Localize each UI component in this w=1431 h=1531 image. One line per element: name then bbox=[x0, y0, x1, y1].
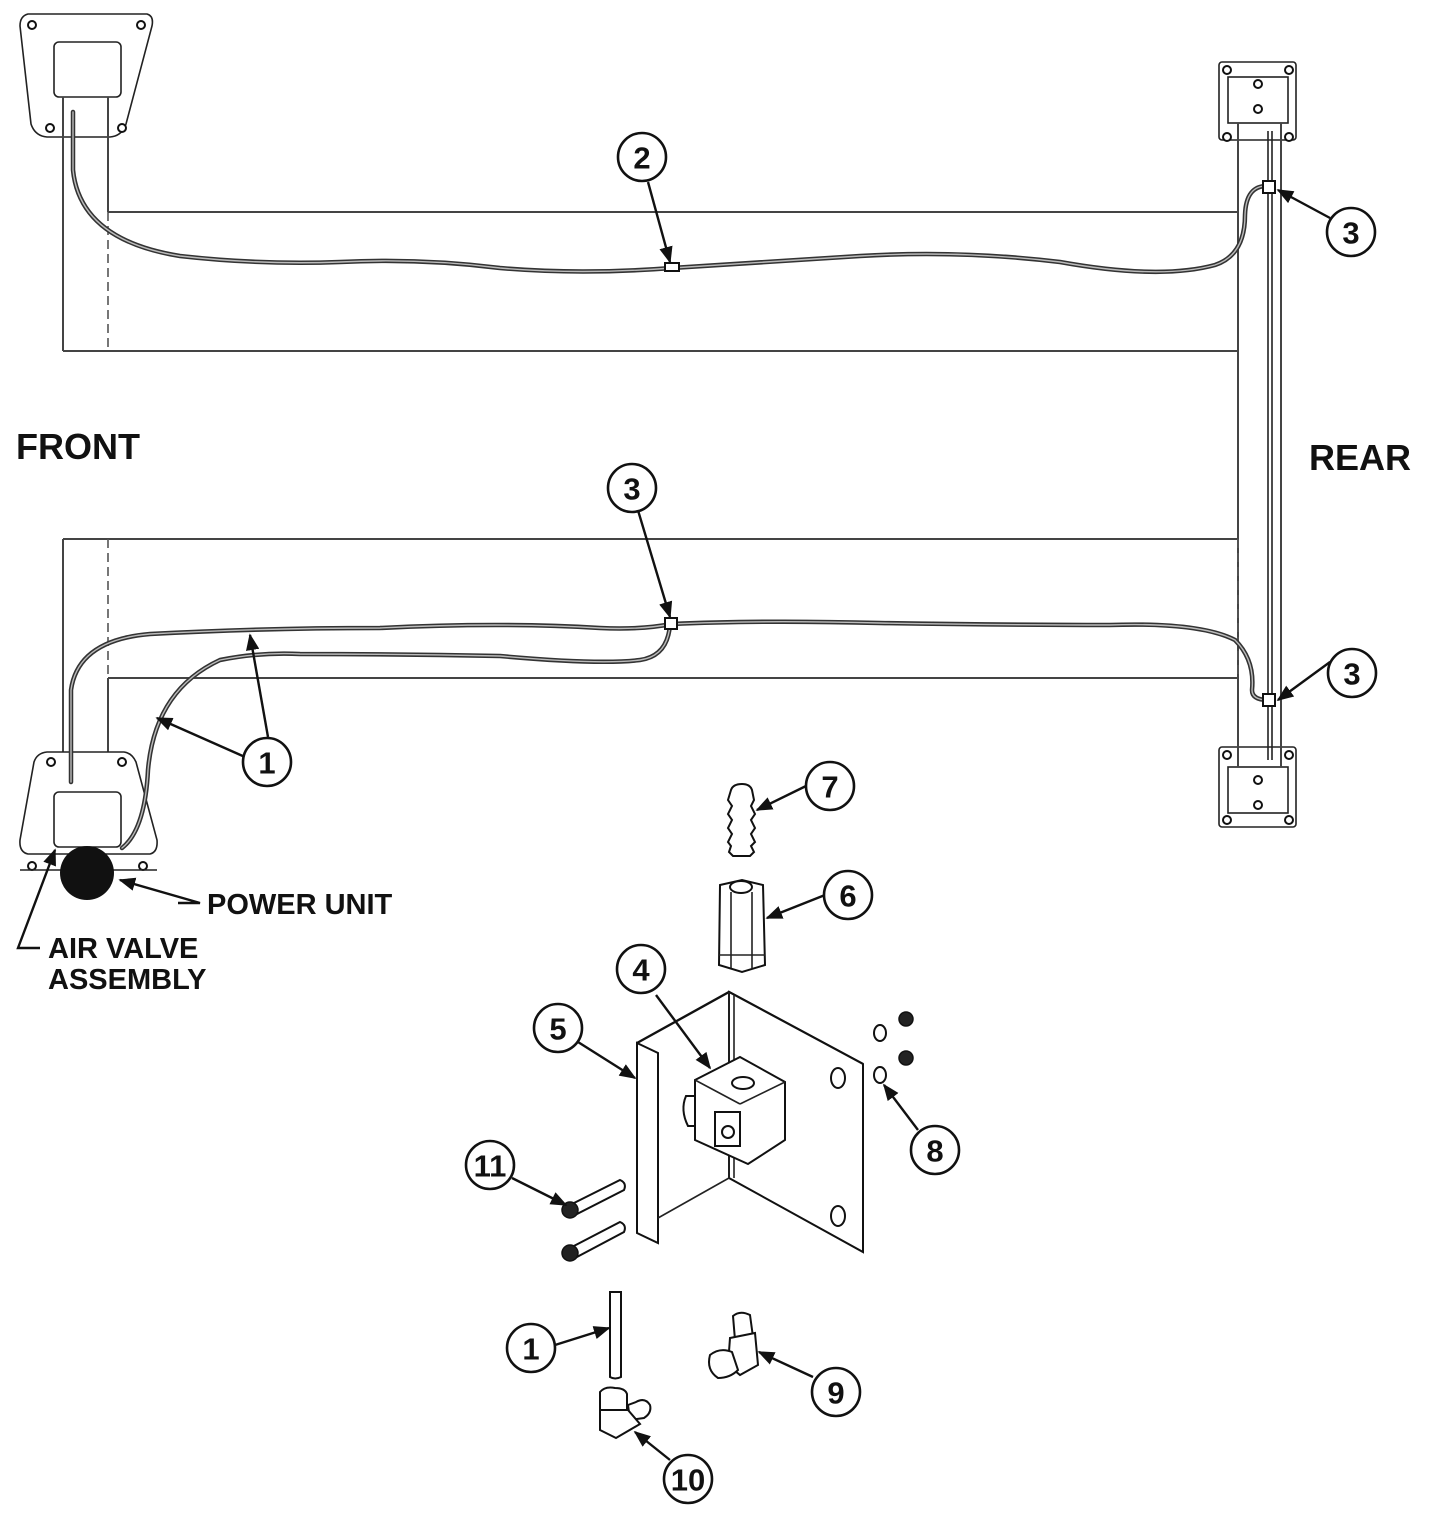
balloon-item-11: 11 bbox=[464, 1139, 516, 1191]
air-valve-label-line2: ASSEMBLY bbox=[48, 964, 206, 996]
front-label: FRONT bbox=[16, 426, 140, 467]
hose-barb-fitting bbox=[726, 782, 757, 857]
bottom-runway bbox=[19, 538, 1239, 871]
rear-cross-beam bbox=[1218, 61, 1297, 828]
front-top-column-cap bbox=[53, 41, 122, 98]
svg-text:3: 3 bbox=[623, 472, 640, 507]
balloon-item-7: 7 bbox=[804, 760, 856, 812]
balloon-item-4: 4 bbox=[615, 943, 667, 995]
power-unit-label: POWER UNIT bbox=[207, 889, 393, 921]
svg-text:1: 1 bbox=[258, 746, 275, 781]
bolts bbox=[561, 1178, 626, 1262]
front-bottom-base-plate bbox=[19, 751, 158, 855]
balloon-item-6: 6 bbox=[822, 869, 874, 921]
power-unit bbox=[60, 846, 114, 900]
svg-text:4: 4 bbox=[632, 953, 650, 988]
balloon-item-8: 8 bbox=[909, 1124, 961, 1176]
balloon-item-3-top-rear: 3 bbox=[1325, 206, 1377, 258]
balloon-item-5: 5 bbox=[532, 1002, 584, 1054]
splice-connector bbox=[664, 262, 680, 272]
air-valve-label-line1: AIR VALVE bbox=[48, 933, 198, 965]
front-top-base-plate bbox=[19, 13, 154, 138]
air-valve-block bbox=[682, 1055, 786, 1166]
top-runway bbox=[19, 13, 1239, 352]
tee-fitting-top-rear bbox=[1262, 180, 1276, 194]
rear-top-base-plate bbox=[1218, 61, 1297, 141]
air-tube bbox=[609, 1291, 622, 1380]
svg-text:9: 9 bbox=[827, 1376, 844, 1411]
svg-text:11: 11 bbox=[474, 1149, 507, 1184]
svg-text:5: 5 bbox=[549, 1012, 566, 1047]
balloon-item-2-top: 2 bbox=[616, 131, 668, 183]
hose-top-run bbox=[70, 109, 1271, 275]
svg-text:7: 7 bbox=[821, 770, 838, 805]
balloon-item-10: 10 bbox=[662, 1453, 714, 1505]
nuts-and-washers bbox=[873, 1011, 914, 1084]
svg-text:1: 1 bbox=[522, 1332, 539, 1367]
tee-fitting-bottom-mid bbox=[664, 617, 678, 630]
elbow-fitting-9 bbox=[708, 1311, 760, 1380]
elbow-fitting-10 bbox=[599, 1386, 652, 1440]
balloon-item-1-hoses: 1 bbox=[241, 736, 293, 788]
rear-bottom-base-plate bbox=[1218, 746, 1297, 828]
front-bottom-column-cap bbox=[53, 791, 122, 848]
leader-lines bbox=[155, 181, 1331, 1461]
svg-text:10: 10 bbox=[671, 1463, 705, 1498]
tee-fitting-bottom-rear bbox=[1262, 693, 1276, 707]
balloon-item-3-bottom-rear: 3 bbox=[1326, 647, 1378, 699]
balloon-item-1-tube: 1 bbox=[505, 1322, 557, 1374]
svg-text:3: 3 bbox=[1342, 216, 1359, 251]
mounting-bracket bbox=[636, 990, 864, 1254]
balloon-item-9: 9 bbox=[810, 1366, 862, 1418]
svg-text:8: 8 bbox=[926, 1134, 943, 1169]
hose-bottom-upper-run bbox=[68, 619, 1271, 785]
svg-text:2: 2 bbox=[633, 141, 650, 176]
svg-text:3: 3 bbox=[1343, 657, 1360, 692]
hex-coupler bbox=[717, 878, 767, 974]
balloon-item-3-bottom-mid: 3 bbox=[606, 462, 658, 514]
rear-label: REAR bbox=[1309, 437, 1411, 478]
svg-text:6: 6 bbox=[839, 879, 856, 914]
hose-bottom-lower-run bbox=[119, 621, 673, 851]
